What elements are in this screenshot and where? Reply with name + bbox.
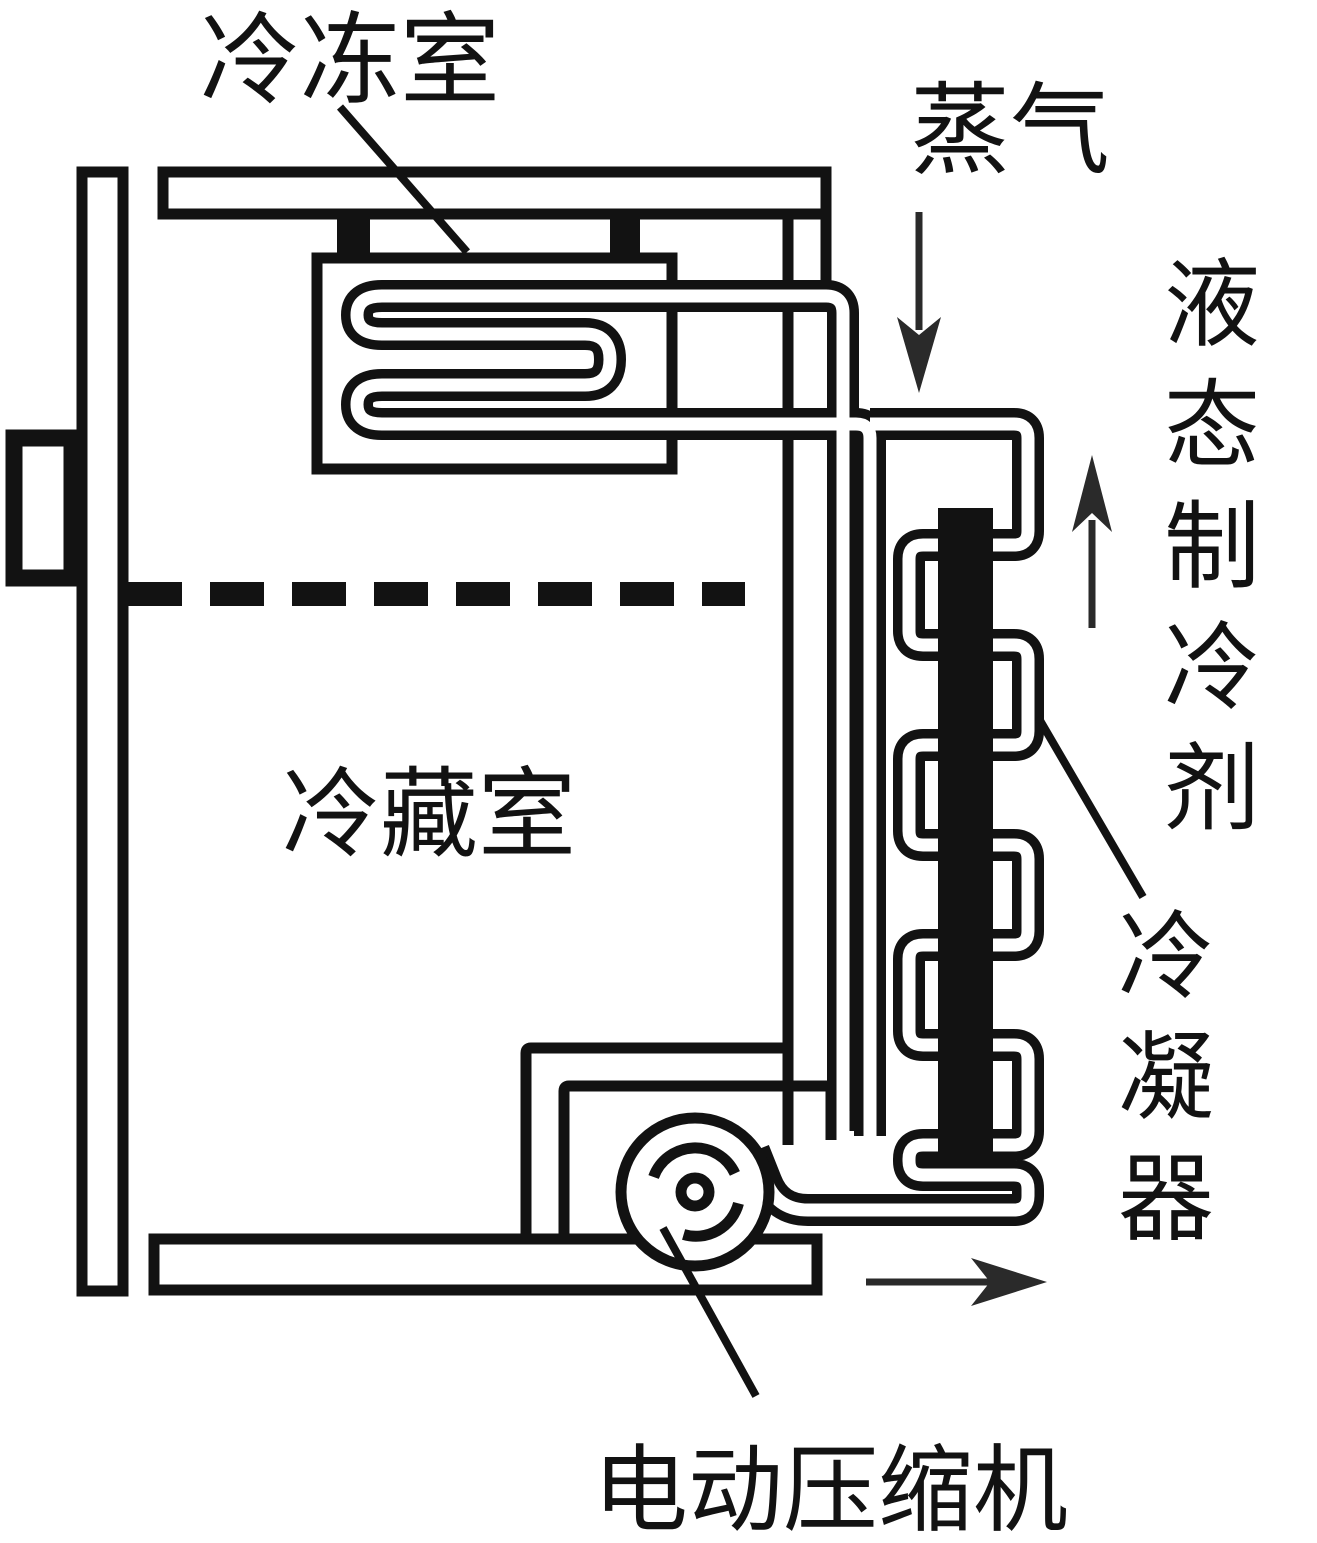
evaporator-support-left <box>337 215 370 258</box>
label-condenser: 冷凝器 <box>1118 904 1214 1253</box>
cabinet-base <box>148 1233 823 1296</box>
label-freezer: 冷冻室 <box>200 5 500 117</box>
evaporator-box <box>311 252 678 475</box>
fridge-door <box>76 166 129 1297</box>
pipes-core <box>350 289 1035 1217</box>
door-handle <box>5 429 81 587</box>
label-compressor: 电动压缩机 <box>593 1438 1068 1543</box>
pipes-outline <box>340 280 1044 1226</box>
flow-right-arrow-icon <box>866 1258 1047 1306</box>
compressor-hub <box>675 1172 715 1212</box>
evaporator-support-right <box>610 215 640 258</box>
liquid-up-arrow-icon <box>1072 455 1112 628</box>
compressor-recess-outer <box>520 1042 788 1240</box>
compressor-scroll-arc-top <box>648 1142 740 1180</box>
compressor-leader-line <box>659 1226 760 1398</box>
label-fridge-compartment: 冷藏室 <box>282 759 576 869</box>
label-vapor: 蒸气 <box>910 75 1110 187</box>
compressor-scroll-arc-bottom <box>682 1201 744 1242</box>
vapor-down-arrow-icon <box>897 212 941 393</box>
freezer-leader-line <box>336 104 471 255</box>
condenser-plate <box>938 508 993 1153</box>
compressor-unit <box>615 1112 775 1272</box>
top-shelf <box>157 166 832 220</box>
condenser-leader-line <box>1034 714 1147 900</box>
label-liquid-refrigerant: 液态制冷剂 <box>1164 252 1260 843</box>
